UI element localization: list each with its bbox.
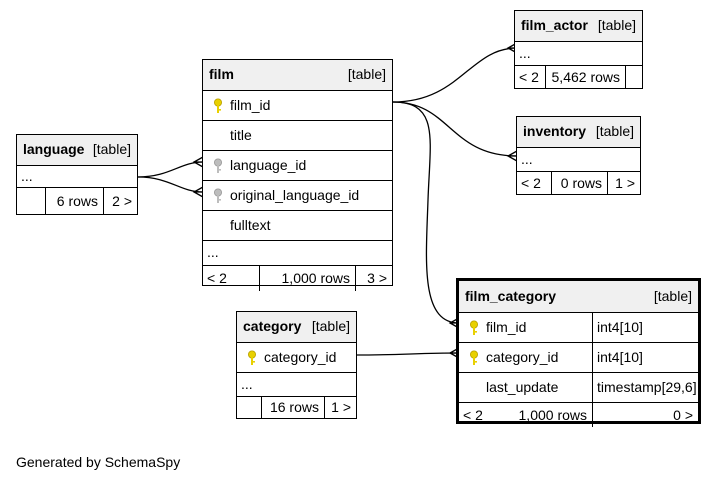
parents-count[interactable]	[237, 397, 261, 418]
table-kind: [table]	[653, 288, 692, 304]
crowfoot-original-language-id	[192, 186, 204, 198]
more-columns-row: ...	[517, 147, 640, 171]
column-name: last_update	[486, 379, 559, 395]
column-type: timestamp[29,6]	[592, 373, 697, 402]
table-header: film_category [table]	[459, 281, 698, 312]
edge-film-film-actor	[392, 47, 518, 103]
table-category[interactable]: category [table] category_id ... 16 rows…	[236, 311, 357, 419]
children-count[interactable]	[625, 66, 642, 88]
more-columns: ...	[21, 168, 33, 184]
more-columns-row: ...	[203, 240, 392, 265]
children-count[interactable]: 3 >	[355, 266, 392, 291]
column-row-last-update[interactable]: last_update timestamp[29,6]	[459, 372, 698, 402]
table-header: film_actor [table]	[515, 11, 642, 41]
parents-count[interactable]: < 2	[521, 175, 541, 191]
column-name: category_id	[486, 349, 559, 365]
edge-language-film-original-language-id	[137, 176, 204, 193]
column-row-category-id[interactable]: category_id	[237, 342, 356, 372]
primary-key-icon	[470, 320, 478, 335]
column-name: language_id	[230, 157, 307, 173]
row-count: 1,000 rows	[518, 407, 587, 423]
table-kind: [table]	[92, 141, 131, 157]
children-count[interactable]: 1 >	[607, 172, 640, 194]
table-film-category[interactable]: film_category [table] film_id int4[10] c…	[456, 278, 701, 427]
column-name: film_id	[230, 97, 271, 113]
primary-key-icon	[470, 350, 478, 365]
more-columns-row: ...	[515, 41, 642, 65]
column-row-category-id[interactable]: category_id int4[10]	[459, 342, 698, 372]
table-footer: < 2 1,000 rows 0 >	[459, 402, 698, 427]
table-footer: < 2 1,000 rows 3 >	[203, 265, 392, 291]
table-kind: [table]	[347, 66, 386, 82]
table-kind: [table]	[595, 123, 634, 139]
foreign-key-icon	[214, 188, 222, 203]
table-header: film [table]	[203, 60, 392, 90]
children-count[interactable]: 0 >	[592, 403, 698, 427]
column-type: int4[10]	[592, 343, 643, 372]
generated-by-caption: Generated by SchemaSpy	[16, 454, 181, 470]
table-name: category	[243, 318, 302, 334]
row-count: 5,462 rows	[545, 66, 625, 88]
row-count: 1,000 rows	[259, 266, 355, 291]
column-row-film-id[interactable]: film_id int4[10]	[459, 312, 698, 342]
row-count: 0 rows	[551, 172, 607, 194]
edge-category-film-category	[356, 352, 460, 356]
table-kind: [table]	[311, 318, 350, 334]
crowfoot-inventory	[506, 150, 518, 162]
table-footer: < 2 5,462 rows	[515, 65, 642, 88]
table-kind: [table]	[597, 17, 636, 33]
column-row-original-language-id[interactable]: original_language_id	[203, 180, 392, 210]
parents-count[interactable]: < 2	[207, 270, 227, 286]
more-columns: ...	[207, 244, 219, 260]
row-count: 16 rows	[261, 397, 324, 418]
table-name: film	[209, 66, 234, 82]
primary-key-icon	[214, 98, 222, 113]
table-header: inventory [table]	[517, 117, 640, 147]
table-name: film_category	[465, 288, 557, 304]
row-count: 6 rows	[45, 188, 103, 214]
column-name: category_id	[264, 349, 337, 365]
column-row-film-id[interactable]: film_id	[203, 90, 392, 120]
table-film-actor[interactable]: film_actor [table] ... < 2 5,462 rows	[514, 10, 643, 89]
table-header: category [table]	[237, 312, 356, 342]
column-name: film_id	[486, 319, 527, 335]
column-type: int4[10]	[592, 313, 643, 342]
children-count[interactable]: 1 >	[324, 397, 356, 418]
table-name: film_actor	[521, 17, 588, 33]
table-film[interactable]: film [table] film_id title language_id o…	[202, 59, 393, 291]
column-row-language-id[interactable]: language_id	[203, 150, 392, 180]
foreign-key-icon	[214, 158, 222, 173]
column-row-fulltext[interactable]: fulltext	[203, 210, 392, 240]
more-columns: ...	[519, 45, 531, 61]
table-footer: < 2 0 rows 1 >	[517, 171, 640, 194]
table-inventory[interactable]: inventory [table] ... < 2 0 rows 1 >	[516, 116, 641, 195]
column-name: title	[230, 127, 252, 143]
edge-film-film-category	[392, 101, 460, 324]
parents-count[interactable]: < 2	[463, 407, 483, 423]
table-footer: 6 rows 2 >	[17, 187, 137, 214]
table-name: language	[23, 141, 85, 157]
table-footer: 16 rows 1 >	[237, 396, 356, 418]
table-header: language [table]	[17, 135, 137, 165]
edge-film-inventory	[392, 101, 518, 157]
column-name: fulltext	[230, 217, 271, 233]
more-columns: ...	[521, 151, 533, 167]
parents-count[interactable]	[17, 188, 45, 214]
parents-count[interactable]: < 2	[519, 69, 539, 85]
table-language[interactable]: language [table] ... 6 rows 2 >	[16, 134, 138, 215]
edge-language-film-language-id	[137, 161, 204, 178]
column-name: original_language_id	[230, 187, 360, 203]
table-name: inventory	[523, 123, 587, 139]
more-columns-row: ...	[237, 372, 356, 396]
children-count[interactable]: 2 >	[103, 188, 137, 214]
more-columns-row: ...	[17, 165, 137, 187]
crowfoot-language-id	[192, 156, 204, 168]
column-row-title[interactable]: title	[203, 120, 392, 150]
more-columns: ...	[241, 376, 253, 392]
primary-key-icon	[248, 350, 256, 365]
